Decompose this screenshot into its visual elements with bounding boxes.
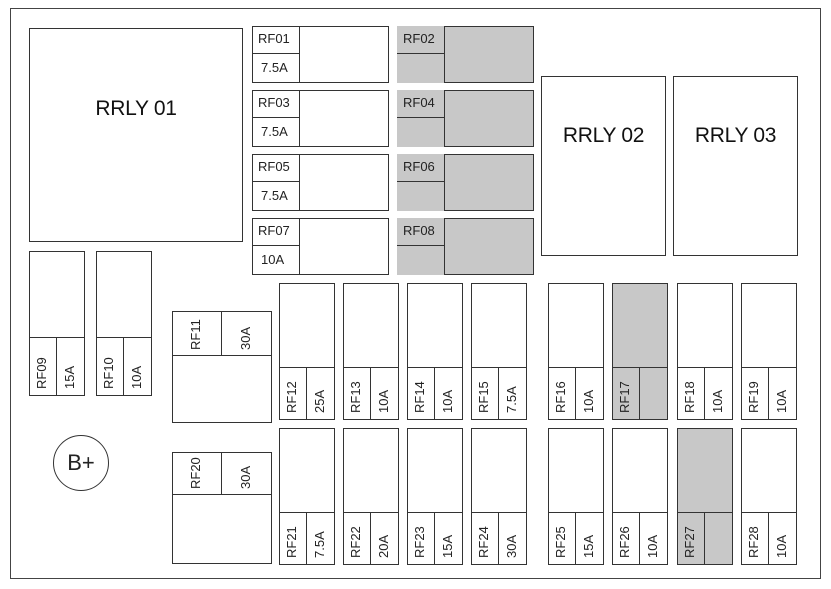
fuse-id: RF25 — [553, 526, 568, 558]
fuse-id: RF06 — [397, 154, 445, 182]
fuse-amp: 15A — [580, 534, 596, 558]
fuse-amp — [397, 118, 445, 147]
fuse-rf28: RF28 10A — [741, 428, 797, 565]
fuse-amp: 7.5A — [252, 118, 300, 147]
fuse-id: RF15 — [476, 381, 491, 413]
relay-rrly03: RRLY 03 — [673, 76, 798, 256]
fuse-rf19: RF19 10A — [741, 283, 797, 420]
fuse-id: RF18 — [682, 381, 697, 413]
fuse-rf14: RF14 10A — [407, 283, 463, 420]
fuse-amp — [397, 246, 445, 275]
fuse-amp: 30A — [503, 534, 519, 558]
fuse-rf12: RF12 25A — [279, 283, 335, 420]
fuse-rf24: RF24 30A — [471, 428, 527, 565]
fuse-id: RF11 — [188, 319, 203, 350]
fuse-amp: 10A — [375, 389, 391, 413]
fuse-rf02: RF02 — [397, 26, 534, 83]
relay-rrly01: RRLY 01 — [29, 28, 243, 242]
fuse-id: RF20 — [188, 457, 203, 489]
relay-label: RRLY 01 — [95, 97, 177, 120]
fuse-id: RF03 — [252, 90, 300, 118]
fuse-id: RF27 — [682, 526, 697, 558]
fuse-rf26: RF26 10A — [612, 428, 668, 565]
terminal-label: B+ — [67, 450, 95, 475]
fuse-rf15: RF15 7.5A — [471, 283, 527, 420]
fuse-amp: 10A — [644, 534, 660, 558]
fuse-amp: 30A — [237, 465, 253, 489]
fuse-rf10: RF10 10A — [96, 251, 152, 396]
relay-label: RRLY 03 — [694, 124, 777, 147]
fuse-rf20: RF20 30A — [172, 452, 272, 564]
fuse-amp: 20A — [375, 534, 391, 558]
fuse-amp: 30A — [237, 326, 253, 350]
fuse-rf27: RF27 — [677, 428, 733, 565]
fuse-id: RF17 — [617, 381, 632, 413]
fuse-rf25: RF25 15A — [548, 428, 604, 565]
fuse-id: RF07 — [252, 218, 300, 246]
fuse-amp: 15A — [439, 534, 455, 558]
fuse-amp: 10A — [252, 246, 300, 275]
fuse-id: RF10 — [101, 357, 116, 389]
fuse-rf18: RF18 10A — [677, 283, 733, 420]
fuse-rf21: RF21 7.5A — [279, 428, 335, 565]
fuse-id: RF26 — [617, 526, 632, 558]
fuse-amp: 10A — [439, 389, 455, 413]
fuse-id: RF14 — [412, 381, 427, 413]
fuse-amp — [397, 182, 445, 211]
fuse-amp: 10A — [128, 365, 144, 389]
fuse-id: RF28 — [746, 526, 761, 558]
fuse-amp: 15A — [61, 365, 77, 389]
relay-label: RRLY 02 — [562, 124, 645, 147]
fuse-id: RF23 — [412, 526, 427, 558]
fuse-id: RF22 — [348, 526, 363, 558]
fuse-rf08: RF08 — [397, 218, 534, 275]
fuse-id: RF01 — [252, 26, 300, 54]
fuse-rf23: RF23 15A — [407, 428, 463, 565]
fuse-amp: 7.5A — [503, 386, 519, 413]
fuse-amp: 10A — [580, 389, 596, 413]
fuse-rf11: RF11 30A — [172, 311, 272, 423]
fuse-amp: 7.5A — [252, 182, 300, 211]
battery-terminal: B+ — [53, 435, 109, 491]
fuse-amp — [397, 54, 445, 83]
fuse-id: RF02 — [397, 26, 445, 54]
fuse-id: RF09 — [34, 357, 49, 389]
fuse-rf13: RF13 10A — [343, 283, 399, 420]
fuse-amp: 10A — [773, 534, 789, 558]
fuse-rf17: RF17 — [612, 283, 668, 420]
fuse-id: RF05 — [252, 154, 300, 182]
fuse-id: RF04 — [397, 90, 445, 118]
fuse-rf06: RF06 — [397, 154, 534, 211]
fuse-rf04: RF04 — [397, 90, 534, 147]
fuse-rf22: RF22 20A — [343, 428, 399, 565]
fuse-amp: 25A — [311, 389, 327, 413]
fuse-rf16: RF16 10A — [548, 283, 604, 420]
fuse-id: RF12 — [284, 381, 299, 413]
relay-rrly02: RRLY 02 — [541, 76, 666, 256]
fuse-amp: 7.5A — [311, 531, 327, 558]
fuse-id: RF24 — [476, 526, 491, 558]
fuse-id: RF13 — [348, 381, 363, 413]
fuse-amp: 7.5A — [252, 54, 300, 83]
fuse-id: RF21 — [284, 526, 299, 558]
fuse-id: RF16 — [553, 381, 568, 413]
fuse-rf09: RF09 15A — [29, 251, 85, 396]
fuse-amp: 10A — [709, 389, 725, 413]
fuse-id: RF19 — [746, 381, 761, 413]
fuse-id: RF08 — [397, 218, 445, 246]
fuse-amp: 10A — [773, 389, 789, 413]
